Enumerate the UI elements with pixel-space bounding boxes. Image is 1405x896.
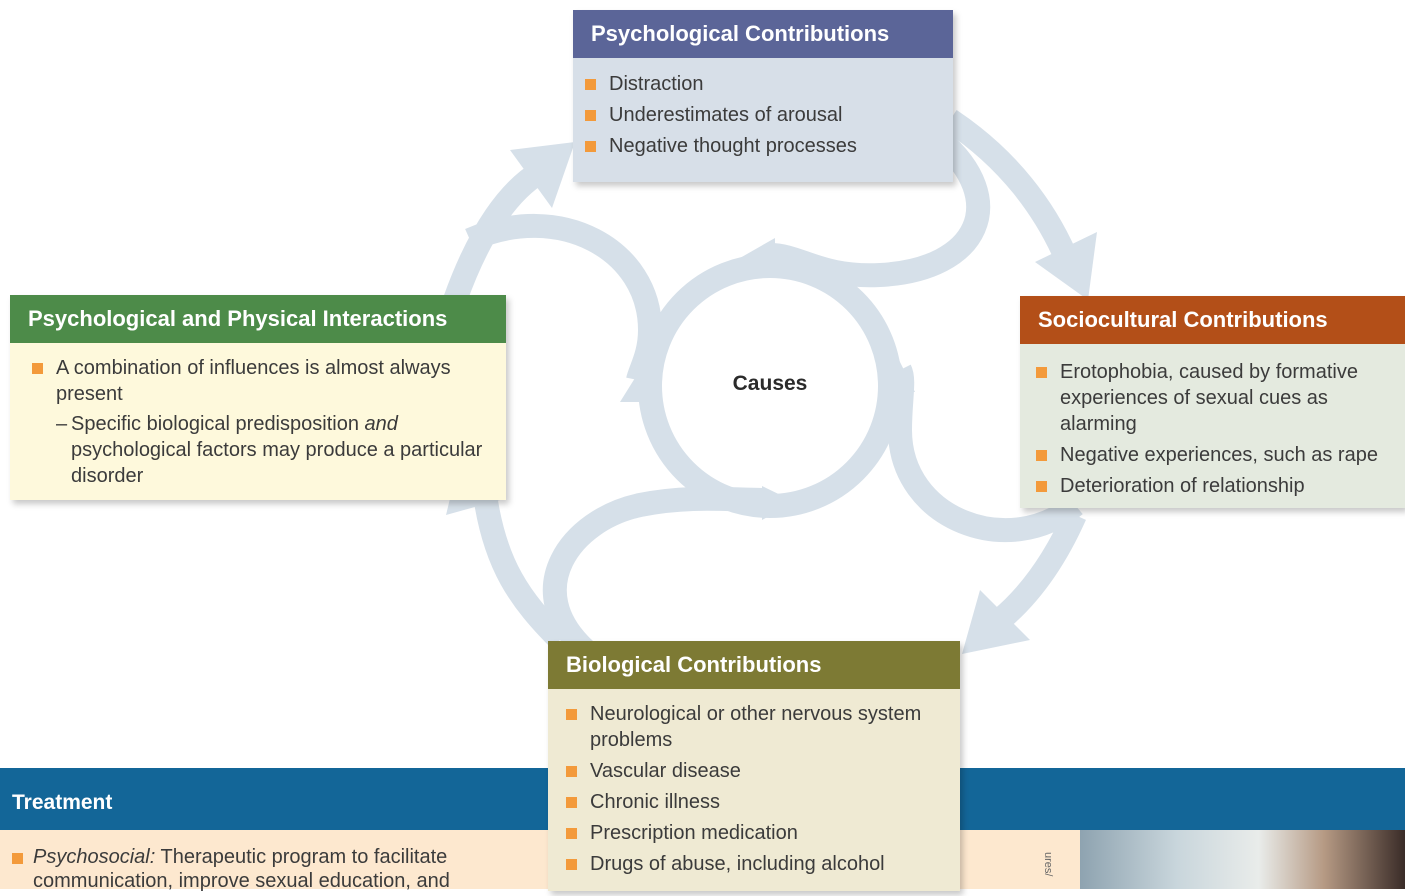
psychological-contributions-box: Psychological Contributions Distraction …: [573, 10, 953, 182]
list-item: Negative thought processes: [585, 133, 939, 159]
list-item: Vascular disease: [566, 758, 946, 784]
list-item: Negative experiences, such as rape: [1036, 442, 1391, 468]
list-item: Distraction: [585, 71, 939, 97]
list-item: Underestimates of arousal: [585, 102, 939, 128]
bullet-icon: [1036, 481, 1047, 492]
biological-contributions-box: Biological Contributions Neurological or…: [548, 641, 960, 891]
psychological-physical-interactions-box: Psychological and Physical Interactions …: [10, 295, 506, 500]
list-item: Neurological or other nervous system pro…: [566, 701, 946, 753]
list-item: Prescription medication: [566, 820, 946, 846]
photo-credit: ures/: [1042, 852, 1054, 877]
bullet-icon: [585, 141, 596, 152]
bullet-icon: [566, 709, 577, 720]
list-item: A combination of influences is almost al…: [32, 355, 492, 407]
bullet-icon: [566, 766, 577, 777]
list-item: Drugs of abuse, including alcohol: [566, 851, 946, 877]
bullet-icon: [1036, 450, 1047, 461]
causes-label: Causes: [732, 372, 808, 395]
list-item: Chronic illness: [566, 789, 946, 815]
list-item: Erotophobia, caused by formative experie…: [1036, 359, 1391, 437]
interactions-title: Psychological and Physical Interactions: [10, 295, 506, 343]
psychological-contributions-title: Psychological Contributions: [573, 10, 953, 58]
bullet-icon: [585, 110, 596, 121]
list-item: Deterioration of relationship: [1036, 473, 1391, 499]
bullet-icon: [32, 363, 43, 374]
bullet-icon: [12, 853, 23, 864]
bullet-icon: [566, 859, 577, 870]
sub-list-item: – Specific biological predisposition and…: [56, 413, 483, 487]
biological-contributions-title: Biological Contributions: [548, 641, 960, 689]
bullet-icon: [585, 79, 596, 90]
bullet-icon: [566, 828, 577, 839]
treatment-photo: [1080, 830, 1405, 889]
sociocultural-contributions-box: Sociocultural Contributions Erotophobia,…: [1020, 296, 1405, 508]
treatment-item: Psychosocial: Therapeutic program to fac…: [12, 845, 492, 893]
sociocultural-contributions-title: Sociocultural Contributions: [1020, 296, 1405, 344]
bullet-icon: [566, 797, 577, 808]
bullet-icon: [1036, 367, 1047, 378]
treatment-title: Treatment: [12, 791, 113, 814]
